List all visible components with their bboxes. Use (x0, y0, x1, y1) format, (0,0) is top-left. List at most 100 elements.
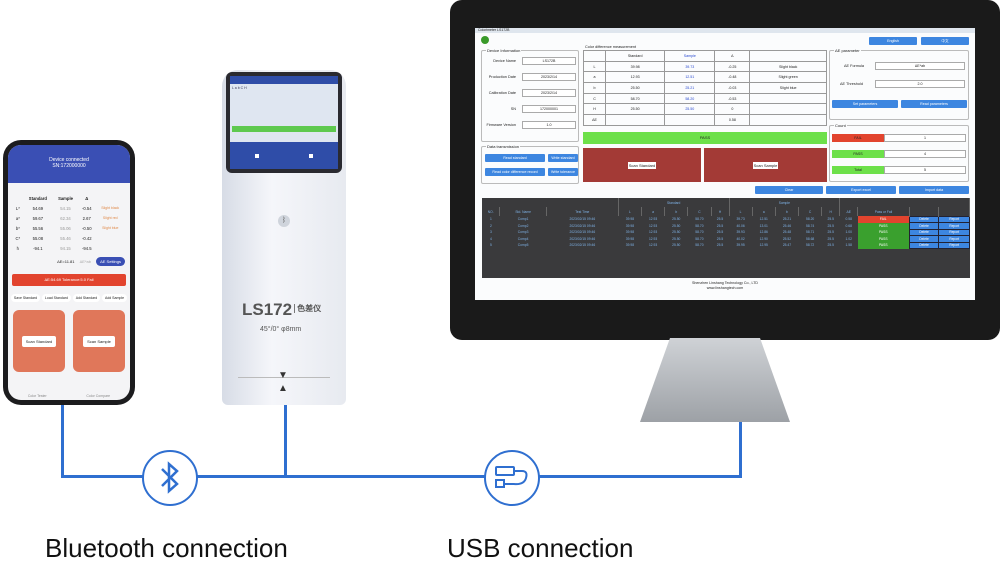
window-title: Colorimeter LS172B (475, 28, 975, 33)
connection-status: Device connected (49, 157, 89, 163)
column-header: Standard (605, 50, 666, 62)
table-cell: 39.98 (625, 223, 635, 228)
table-cell: h (16, 245, 20, 251)
delete-button[interactable]: Delete (908, 241, 940, 249)
table-cell: 2023/02/15 09:46 (569, 236, 596, 241)
english-button[interactable]: English (869, 37, 917, 45)
table-cell (749, 103, 827, 116)
table-cell: 2023/02/15 09:46 (569, 230, 596, 235)
table-cell: Slight blue (749, 82, 827, 94)
field-value[interactable]: LS172B (522, 57, 576, 65)
table-cell: Slight red (102, 216, 118, 220)
table-cell: 25.47 (782, 243, 792, 248)
pass-fail-badge: PASS (857, 235, 910, 242)
table-cell: 39.98 (625, 243, 635, 248)
table-cell: 0.58 (845, 217, 852, 222)
table-cell: -0.54 (81, 205, 92, 211)
formula-label: ΔE*ab (79, 259, 91, 264)
read-record-button[interactable]: Read color difference record (485, 168, 545, 176)
column-header (582, 50, 607, 62)
table-cell: 58.72 (805, 243, 815, 248)
table-cell: -94.5 (81, 245, 92, 251)
label: Scan Standard (21, 335, 57, 347)
phone-action-button[interactable]: Add Sample (101, 294, 128, 302)
column-header: Δ (714, 50, 751, 62)
scan-sample-button[interactable]: Scan Sample (73, 310, 125, 372)
table-cell: Comp5 (517, 243, 529, 248)
table-cell: ΔE (582, 114, 607, 126)
table-cell: 12.95 (759, 243, 768, 248)
line-device (284, 405, 287, 477)
table-cell (664, 114, 716, 126)
scan-standard-button[interactable]: Scan Standard (583, 148, 701, 182)
result-alert: ΔE:54.69 Tolerance:5.0 Fail (12, 274, 126, 286)
data-transmission-group: Data transmission Read standard Write st… (481, 144, 579, 184)
import-data-button[interactable]: Import data (899, 186, 969, 194)
read-parameters-button[interactable]: Read parameters (901, 100, 967, 108)
field-value[interactable]: 172000001 (522, 105, 576, 113)
read-standard-button[interactable]: Read standard (485, 154, 545, 162)
app-logo (481, 36, 489, 44)
table-cell: 25.50 (672, 217, 681, 222)
device-screen: L a b C H (226, 72, 342, 173)
table-cell: 0 (714, 103, 751, 116)
tab-color-tester[interactable]: Color Tester (27, 394, 47, 398)
scan-sample-button[interactable]: Scan Sample (704, 148, 827, 182)
column-header: L (729, 207, 753, 216)
report-button[interactable]: Report (938, 241, 970, 249)
table-cell: -0.48 (714, 71, 751, 84)
table-cell: 39.73 (664, 60, 716, 73)
threshold-input[interactable]: 2.0 (875, 80, 965, 88)
field-value[interactable]: 2023/2/14 (522, 89, 576, 97)
table-cell: 25.50 (672, 236, 681, 241)
table-cell: 12.93 (648, 230, 658, 235)
table-cell: 1.00 (845, 230, 852, 235)
clear-button[interactable]: Clear (755, 186, 823, 194)
write-tolerance-button[interactable]: Write tolerance (548, 168, 578, 176)
set-parameters-button[interactable]: Set parameters (832, 100, 898, 108)
table-cell (749, 92, 827, 105)
column-header: ΔE (839, 207, 859, 216)
table-cell (95, 233, 125, 243)
table-cell: 25.21 (664, 82, 716, 94)
table-cell: 58.20 (805, 217, 815, 222)
field-value[interactable]: 1.0 (522, 121, 576, 129)
write-standard-button[interactable]: Write standard (548, 154, 578, 162)
phone-action-button[interactable]: Save Standard (10, 294, 41, 302)
table-cell: 55.46 (60, 235, 71, 241)
table-cell (749, 114, 827, 126)
pass-fail-badge: PASS (857, 242, 910, 249)
settings-button[interactable]: ΔE Settings (96, 257, 125, 266)
tab-color-compare[interactable]: Color Compare (86, 394, 111, 398)
field-value[interactable]: 2023/2/14 (522, 73, 576, 81)
count-value: 5 (884, 166, 966, 174)
phone-action-button[interactable]: Add Standard (72, 294, 101, 302)
table-cell: 58.70 (695, 230, 704, 235)
table-cell: 39.95 (736, 243, 745, 248)
table-cell: 25.5 (716, 223, 724, 228)
table-cell: 58.70 (605, 92, 666, 105)
group-sample: Sample (729, 198, 841, 207)
export-excel-button[interactable]: Export excel (826, 186, 896, 194)
formula-select[interactable]: ΔE*ab (875, 62, 965, 70)
table-cell: -0.50 (81, 225, 92, 231)
table-cell: Comp2 (517, 223, 529, 228)
table-cell: 25.50 (605, 103, 666, 116)
table-cell: -0.03 (714, 82, 751, 94)
table-cell: 25.50 (672, 223, 681, 228)
column-header: b (664, 207, 689, 216)
phone-action-button[interactable]: Load Standard (41, 294, 71, 302)
chinese-button[interactable]: 中文 (921, 37, 969, 45)
column-header: Standard (28, 195, 47, 201)
column-header: Sample (664, 50, 716, 62)
table-cell: L* (15, 205, 20, 211)
table-cell: 62.34 (60, 215, 71, 221)
scan-standard-button[interactable]: Scan Standard (13, 310, 65, 372)
table-cell: Slight black (101, 206, 120, 210)
